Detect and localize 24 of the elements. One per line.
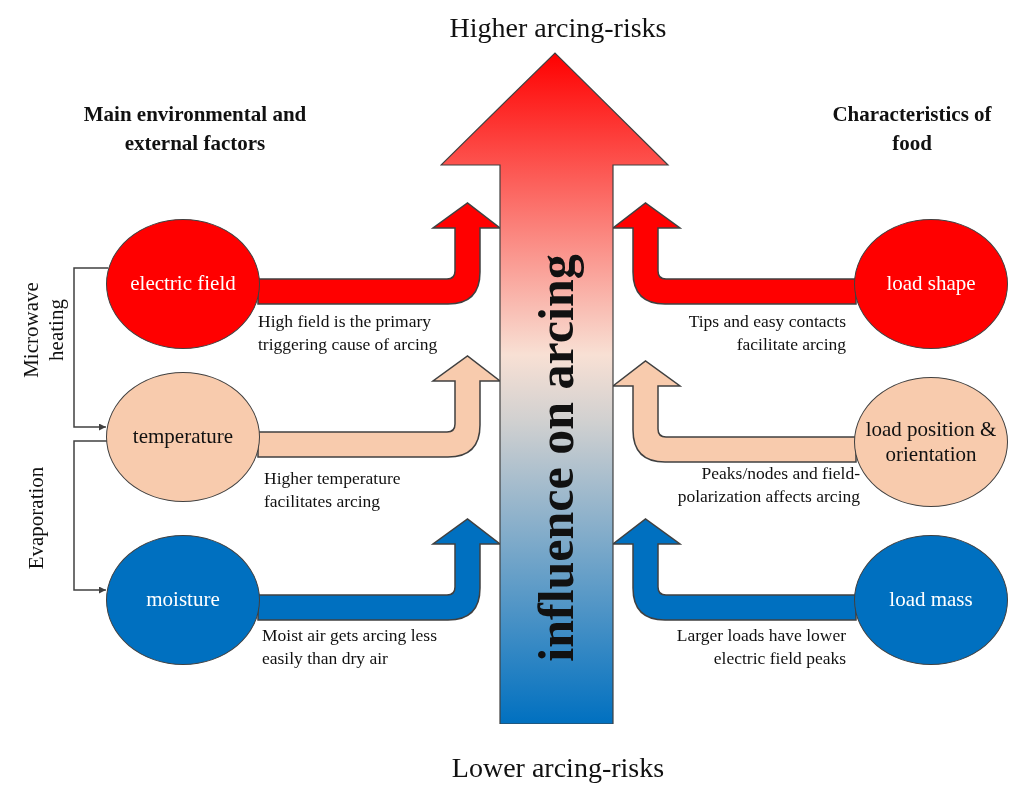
edge-label: Microwave heating	[18, 281, 69, 380]
edge-label: Tips and easy contacts facilitate arcing	[687, 310, 846, 356]
factor-ellipse: moisture	[106, 535, 260, 665]
column-heading: Characteristics of food	[831, 101, 993, 158]
risk-label: Lower arcing-risks	[450, 752, 666, 784]
thick-arrow	[612, 518, 857, 621]
arrow	[73, 267, 110, 431]
arrow-label: influence on arcing	[527, 254, 585, 662]
edge-label: Evaporation	[24, 465, 50, 572]
edge-label: Peaks/nodes and field-polarization affects arcing	[676, 462, 860, 508]
risk-label: Higher arcing-risks	[448, 12, 668, 44]
factor-ellipse: load mass	[854, 535, 1008, 665]
edge-label: Higher temperature facilitates arcing	[264, 467, 402, 513]
factor-ellipse: temperature	[106, 372, 260, 502]
factor-ellipse: load shape	[854, 219, 1008, 349]
thick-arrow	[612, 202, 857, 305]
edge-label: Moist air gets arcing less easily than dry air	[262, 624, 438, 670]
edge-label: Larger loads have lower electric field peaks	[675, 624, 846, 670]
edge-label: High field is the primary triggering cause of arcing	[258, 310, 439, 356]
column-heading: Main environmental and external factors	[82, 101, 308, 158]
thick-arrow	[257, 518, 501, 621]
thick-arrow	[257, 202, 501, 305]
thick-arrow	[257, 355, 501, 458]
thick-arrow	[612, 360, 857, 463]
